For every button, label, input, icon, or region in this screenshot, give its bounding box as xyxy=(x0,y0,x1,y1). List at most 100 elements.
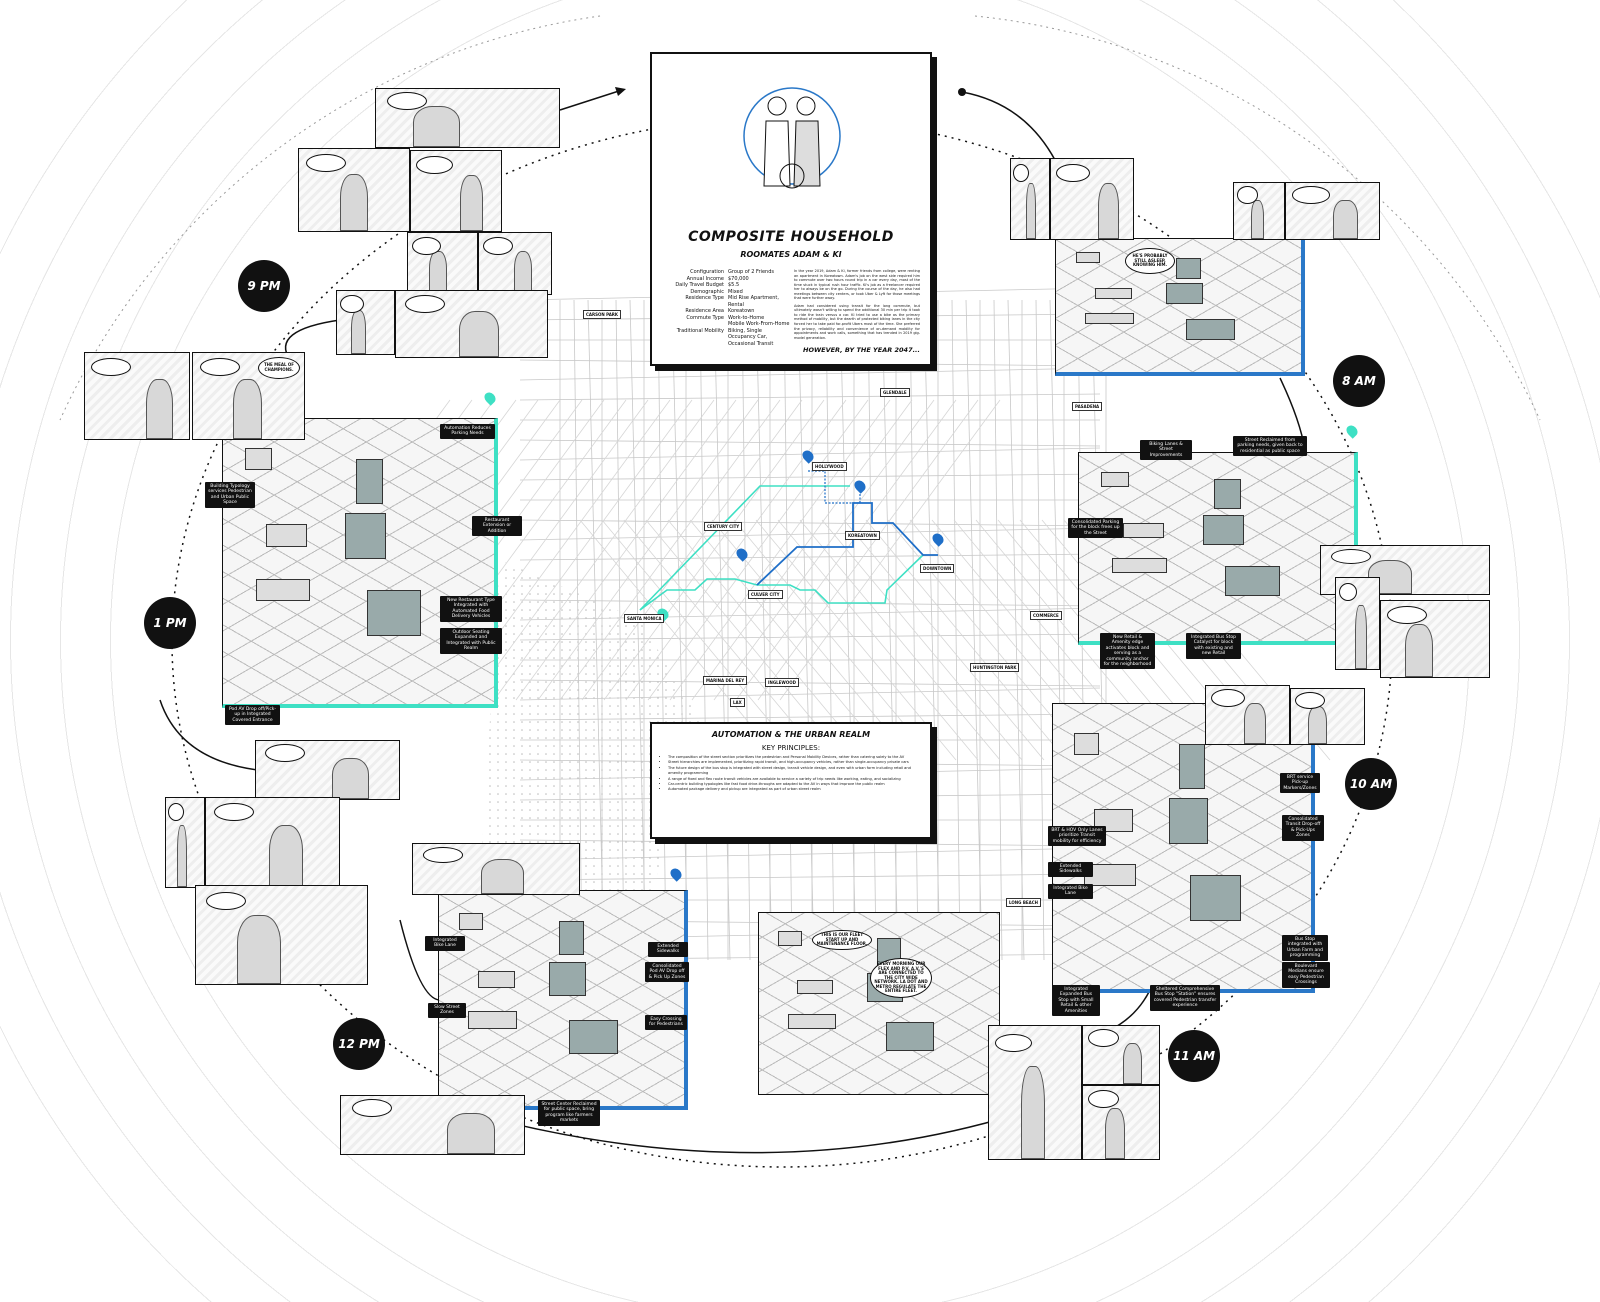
building-block xyxy=(1075,252,1101,263)
building-block xyxy=(244,447,272,471)
speech-bubble xyxy=(1087,1029,1119,1048)
annotation-callout: Boulevard Medians ensure easy Pedestrian… xyxy=(1282,962,1330,988)
map-label: Downtown xyxy=(920,564,955,573)
comic-panel xyxy=(1010,158,1050,240)
building-block xyxy=(1073,732,1100,756)
map-label: Pasadena xyxy=(1072,402,1103,411)
speech-bubble xyxy=(1210,689,1245,708)
speech-bubble xyxy=(199,358,240,377)
speech-bubble xyxy=(168,803,185,822)
brt-10am-drawing xyxy=(1052,703,1315,993)
annotation-callout: New Retail & Amenity edge activates bloc… xyxy=(1100,633,1155,670)
profile-value: Work-to-Home xyxy=(728,314,765,321)
time-badge-11am: 11 AM xyxy=(1168,1030,1220,1082)
annotation-callout: Automation Reduces Parking Needs xyxy=(440,424,495,439)
building-block xyxy=(355,458,383,505)
annotation-callout: Integrated Expanded Bus Stop with Small … xyxy=(1052,985,1100,1016)
character-figure xyxy=(177,824,188,887)
speech-bubble xyxy=(422,847,463,863)
principle-item: Automated package delivery and pickup ar… xyxy=(668,787,920,792)
profile-key: Configuration xyxy=(690,269,724,275)
fleet-floor-drawing xyxy=(758,912,1000,1095)
household-panel: COMPOSITE HOUSEHOLD ROOMATES ADAM & KI C… xyxy=(650,52,932,366)
building-block xyxy=(255,578,310,602)
annotation-callout: Extended Sidewalks xyxy=(648,942,688,957)
speech-bubble: HE'S PROBABLY STILL ASLEEP, KNOWING HIM. xyxy=(1125,248,1175,274)
principle-item: Street hierarchies are implemented, prio… xyxy=(668,760,920,765)
story-paragraph: Adam had considered using transit for th… xyxy=(794,303,920,340)
character-figure xyxy=(1026,183,1037,239)
block-8am-drawing xyxy=(1078,452,1358,645)
character-figure xyxy=(459,175,483,231)
principle-item: Car-centric building typologies like fas… xyxy=(668,782,920,787)
comic-panel xyxy=(1335,577,1380,670)
time-badge-9pm: 9 PM xyxy=(238,260,290,312)
profile-value: Koreatown xyxy=(728,308,755,314)
comic-panel xyxy=(84,352,190,440)
annotation-callout: New Restaurant Type Integrated with Auto… xyxy=(440,596,502,622)
annotation-callout: Consolidated Pod AV Drop off & Pick Up Z… xyxy=(645,962,689,983)
building-block xyxy=(1112,558,1167,574)
profile-value: Mixed xyxy=(728,288,743,295)
profile-key: Annual Income xyxy=(686,275,724,282)
map-label: Century City xyxy=(704,522,743,531)
character-figure xyxy=(237,915,282,984)
arrow-to-household xyxy=(559,89,623,111)
building-block xyxy=(366,590,421,636)
annotation-callout: Outdoor Seating Expanded and Integrated … xyxy=(440,628,502,654)
comic-panel xyxy=(1082,1025,1160,1085)
speech-bubble xyxy=(412,236,441,255)
character-figure xyxy=(447,1113,495,1154)
character-figure xyxy=(1122,1043,1143,1084)
speech-bubble xyxy=(340,294,364,313)
annotation-callout: Consolidated Parking for the block frees… xyxy=(1068,518,1123,539)
comic-panel xyxy=(165,797,205,888)
street-12pm-drawing xyxy=(438,890,688,1110)
profile-value: Mid Rise Apartment, Rental xyxy=(728,295,779,308)
building-block xyxy=(778,931,803,946)
profile-value: $70,000 xyxy=(728,275,749,282)
building-block xyxy=(1176,257,1201,279)
profile-value: Mobile Work-From-Home xyxy=(728,321,790,327)
character-figure xyxy=(232,378,262,439)
map-label: Hollywood xyxy=(812,462,847,471)
building-block xyxy=(1095,288,1132,299)
building-block xyxy=(1179,743,1206,790)
comic-panel xyxy=(205,797,340,888)
blue-route-line xyxy=(756,502,938,586)
annotation-callout: Easy Crossing for Pedestrians xyxy=(645,1015,687,1030)
map-label: Huntington Park xyxy=(970,663,1020,672)
map-label: Koreatown xyxy=(845,531,880,540)
blue-dotted-route xyxy=(808,470,861,504)
speech-bubble xyxy=(994,1033,1033,1052)
profile-key: Traditional Mobility xyxy=(676,327,724,334)
annotation-callout: Pod AV Drop off/Pick-up in Integrated Co… xyxy=(225,705,280,726)
comic-panel xyxy=(298,148,410,232)
speech-bubble xyxy=(386,92,427,111)
annotation-callout: Consolidated Transit Drop-off & Pick-Ups… xyxy=(1282,815,1324,841)
speech-bubble xyxy=(1387,605,1428,624)
annotation-callout: BRT service Pick-up Markers/Zones xyxy=(1280,773,1320,794)
comic-panel xyxy=(412,843,580,895)
character-figure xyxy=(351,309,367,354)
comic-panel xyxy=(340,1095,525,1155)
speech-bubble: THIS IS OUR FLEET START UP AND MAINTENAN… xyxy=(812,930,872,950)
map-label: Culver City xyxy=(748,590,783,599)
character-figure xyxy=(146,378,174,439)
character-figure xyxy=(412,106,461,147)
comic-panel xyxy=(195,885,368,985)
speech-bubble xyxy=(1291,186,1330,204)
time-badge-1pm: 1 PM xyxy=(144,597,196,649)
building-block xyxy=(1169,798,1208,844)
annotation-callout: Sheltered Comprehensive Bus Stop "Statio… xyxy=(1150,985,1220,1011)
map-label: Santa Monica xyxy=(624,614,665,623)
character-figure xyxy=(1333,199,1358,239)
character-figure xyxy=(1404,623,1433,677)
speech-bubble xyxy=(416,155,454,174)
comic-panel xyxy=(336,290,395,355)
principles-panel: AUTOMATION & THE URBAN REALM KEY PRINCIP… xyxy=(650,722,932,839)
profile-row: Mobile Work-From-Home xyxy=(672,321,790,328)
